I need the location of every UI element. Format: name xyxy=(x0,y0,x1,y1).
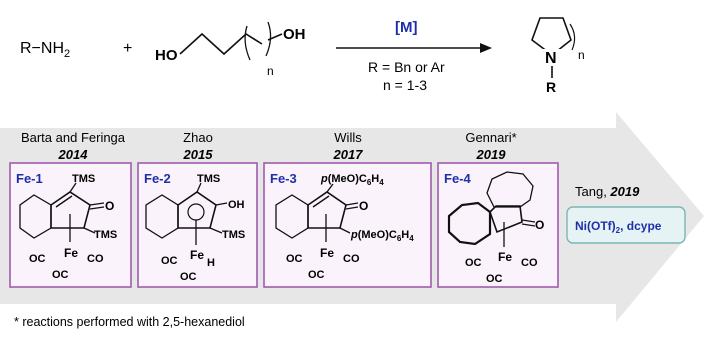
catalyst-label: [M] xyxy=(395,19,418,36)
diol-bracket-left xyxy=(244,25,251,61)
fe2-hydride: H xyxy=(207,257,215,269)
author-wills: Wills xyxy=(334,130,362,145)
author-barta-feringa: Barta and Feringa xyxy=(21,130,126,145)
fe2-tms-bottom: TMS xyxy=(222,229,245,241)
card-tang: Tang, 2019 Ni(OTf)2, dcype xyxy=(566,184,686,244)
label-fe-4: Fe-4 xyxy=(444,171,472,186)
fe3-oc-bottom: OC xyxy=(308,269,325,281)
fe2-tms-bond-top xyxy=(196,182,202,193)
card-fe-4: Fe-4 O Fe OC CO OC xyxy=(437,162,559,288)
fe3-carbonyl-2 xyxy=(345,206,359,210)
year-2017: 2017 xyxy=(333,147,364,162)
product-n-label: n xyxy=(578,48,585,62)
fe2-oh-bond xyxy=(215,202,228,206)
fe1-carbonyl-2 xyxy=(89,206,105,210)
fe1-tms-bond-top xyxy=(69,182,77,193)
fe4-co-right: CO xyxy=(521,257,538,269)
fe4-top-cyclooctane xyxy=(486,171,534,208)
fe1-iron: Fe xyxy=(64,246,78,260)
fe2-oc-bottom: OC xyxy=(180,271,197,283)
plus-sign: + xyxy=(123,40,132,57)
fe3-cyclopentadienone xyxy=(307,191,347,229)
fe2-hydroxyl: OH xyxy=(228,199,245,211)
fe1-oc-bottom: OC xyxy=(52,269,69,281)
fe2-iron: Fe xyxy=(190,248,204,262)
pyrrolidine-ring xyxy=(531,17,572,57)
diol-ho-label: HO xyxy=(155,47,178,64)
year-2019-gennari: 2019 xyxy=(476,147,507,162)
card-fe-3-frame xyxy=(263,162,432,288)
condition-n: n = 1-3 xyxy=(383,77,427,93)
fe1-oxygen: O xyxy=(105,199,114,213)
card-fe-3: Fe-3 O p(MeO)C6H4 p(MeO)C6H4 Fe OC CO OC xyxy=(263,162,432,288)
tang-catalyst-box xyxy=(566,206,686,244)
card-fe-1: Fe-1 O TMS TMS Fe OC CO OC xyxy=(9,162,132,288)
tang-catalyst: Ni(OTf)2, dcype xyxy=(575,219,662,235)
fe1-tms-bottom: TMS xyxy=(94,229,117,241)
product-r: R xyxy=(546,79,556,95)
fe4-cyclopentadienone xyxy=(489,205,523,234)
fe1-tms-bond-bottom xyxy=(83,227,96,234)
year-2014: 2014 xyxy=(58,147,89,162)
amine-text: R−NH2 xyxy=(20,40,70,60)
footnote: * reactions performed with 2,5-hexanedio… xyxy=(14,315,245,329)
fe1-carbonyl-1 xyxy=(89,202,105,206)
diol-n-label: n xyxy=(267,64,274,78)
fe4-iron: Fe xyxy=(498,250,512,264)
fe1-double-bond xyxy=(55,195,73,208)
fe3-oxygen: O xyxy=(359,199,368,213)
fe4-oc-left: OC xyxy=(465,257,482,269)
fe3-double-bond xyxy=(312,195,330,208)
author-zhao: Zhao xyxy=(183,130,213,145)
fe1-oc-left: OC xyxy=(29,253,46,265)
label-fe-3: Fe-3 xyxy=(270,171,297,186)
fe2-tms-top: TMS xyxy=(197,173,220,185)
fe4-left-cyclooctane xyxy=(447,201,492,246)
fe3-iron: Fe xyxy=(320,246,334,260)
nitrogen-backdrop xyxy=(542,49,562,65)
fe4-oc-bottom: OC xyxy=(486,273,503,285)
fe3-co-right: CO xyxy=(343,253,360,265)
fe3-aryl-bond-top xyxy=(326,183,334,193)
year-2015: 2015 xyxy=(183,147,214,162)
fe1-tms-top: TMS xyxy=(72,173,95,185)
reaction-arrow-head xyxy=(480,43,492,53)
fe4-carbonyl-2 xyxy=(521,223,536,227)
product-nitrogen: N xyxy=(545,50,557,67)
fe3-aryl-bond-bottom xyxy=(339,227,351,234)
author-gennari: Gennari* xyxy=(465,130,516,145)
product-bracket xyxy=(569,23,576,51)
fe3-oc-left: OC xyxy=(286,253,303,265)
work-headers: Barta and Feringa 2014 Zhao 2015 Wills 2… xyxy=(21,130,517,162)
card-fe-4-frame xyxy=(437,162,559,288)
fe1-co-right: CO xyxy=(87,253,104,265)
diol-chain-end xyxy=(267,33,283,41)
fe3-carbonyl-1 xyxy=(345,202,359,206)
fe4-carbonyl-1 xyxy=(521,219,536,223)
fe4-oxygen: O xyxy=(535,218,544,232)
tang-citation: Tang, 2019 xyxy=(575,184,640,199)
card-fe-2: Fe-2 TMS OH TMS Fe H OC OC xyxy=(137,162,258,288)
condition-r: R = Bn or Ar xyxy=(368,59,445,75)
fe3-aryl-bottom: p(MeO)C6H4 xyxy=(350,229,414,243)
fe3-aryl-top: p(MeO)C6H4 xyxy=(320,173,384,187)
fe2-cyclopentadienyl xyxy=(177,191,217,229)
reaction-scheme: R−NH2 + HO OH n [M] R = Bn or Ar n = 1-3… xyxy=(20,17,585,95)
diol-chain xyxy=(179,32,263,56)
card-fe-2-frame xyxy=(137,162,258,288)
diol-oh-label: OH xyxy=(283,26,306,43)
label-fe-1: Fe-1 xyxy=(16,171,43,186)
fe2-tms-bond-bottom xyxy=(209,227,223,234)
label-fe-2: Fe-2 xyxy=(144,171,171,186)
fe2-oc-left: OC xyxy=(161,255,178,267)
fe1-cyclopentadienone xyxy=(50,191,91,229)
